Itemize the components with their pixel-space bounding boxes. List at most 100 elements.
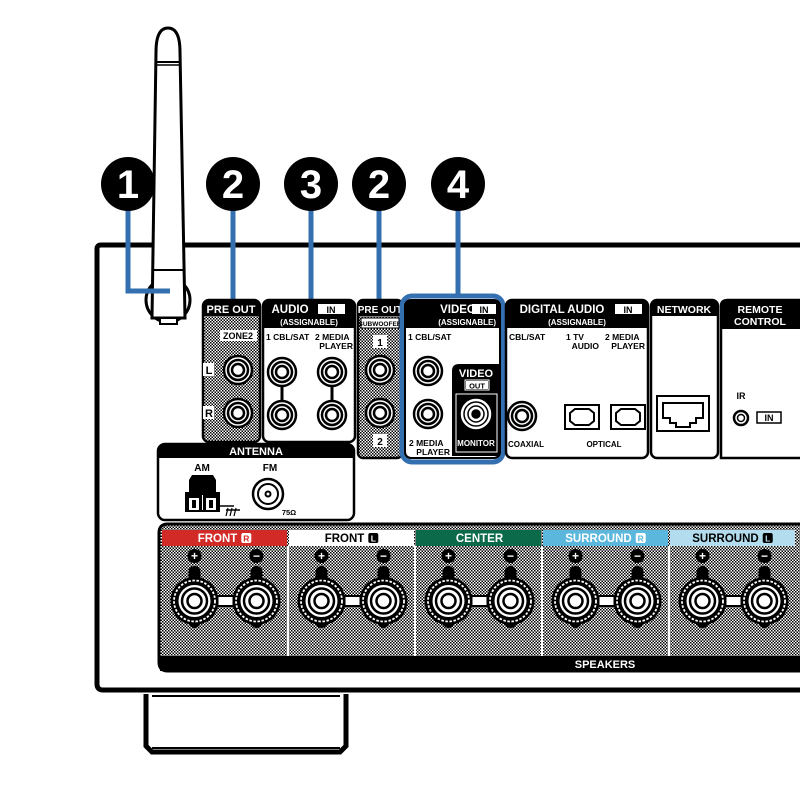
speaker-channel-label: SURROUND [692, 533, 758, 545]
video-in1-jack[interactable] [412, 355, 444, 387]
pre-out-sub-title: PRE OUT [358, 305, 402, 316]
minus-icon: − [634, 549, 641, 563]
video-assignable: (ASSIGNABLE) [438, 318, 496, 327]
zone2-r-label: R [205, 408, 213, 420]
speaker-terminal-minus[interactable]: − [359, 549, 408, 628]
remote-control-panel: REMOTE CONTROL IR IN [719, 298, 800, 460]
chassis-outline [94, 242, 800, 755]
ir-in-jack[interactable] [732, 409, 750, 427]
coaxial-label: COAXIAL [508, 440, 544, 449]
subwoofer-label: SUBWOOFER [359, 321, 402, 328]
coaxial-jack[interactable] [506, 400, 538, 432]
am-label: AM [194, 463, 210, 474]
video-out-badge: OUT [469, 382, 485, 391]
callout-badge-pre-out-subwoofer: 2 [352, 157, 406, 211]
speaker-channel-badge: R [243, 534, 249, 544]
zone2-l-label: L [206, 365, 213, 377]
monitor-out-jack[interactable] [460, 398, 492, 430]
pre-out-zone2-title: PRE OUT [207, 304, 256, 316]
fm-connector[interactable] [251, 477, 285, 511]
minus-icon: − [380, 549, 387, 563]
remote-title-b: CONTROL [734, 316, 786, 328]
digital-assignable: (ASSIGNABLE) [548, 318, 606, 327]
audio-in1-l-jack[interactable] [266, 356, 298, 388]
speaker-terminal-plus[interactable]: + [678, 549, 727, 628]
speaker-channel-header [162, 530, 287, 546]
speaker-channel-header [416, 530, 541, 546]
callout-badge-pre-out-zone2: 2 [206, 157, 260, 211]
plus-icon: + [318, 549, 325, 563]
speaker-terminal-minus[interactable]: − [740, 549, 789, 628]
callout-number: 2 [368, 163, 390, 207]
speaker-channel-label: SURROUND [565, 533, 631, 545]
optical1-jack[interactable] [564, 404, 600, 430]
audio-assignable: (ASSIGNABLE) [280, 318, 338, 327]
speaker-terminal-plus[interactable]: + [424, 549, 473, 628]
audio-in-badge: IN [327, 305, 336, 315]
audio-title: AUDIO [271, 304, 308, 316]
speaker-terminal-minus[interactable]: − [613, 549, 662, 628]
audio-input2-label-a: 2 MEDIA [315, 332, 349, 342]
ir-in-badge: IN [765, 413, 774, 423]
chassis-foot [143, 694, 349, 755]
antenna-title: ANTENNA [229, 446, 283, 458]
speaker-terminal-minus[interactable]: − [232, 549, 281, 628]
zone2-r-jack[interactable] [222, 397, 254, 429]
plus-icon: + [572, 549, 579, 563]
speaker-terminal-plus[interactable]: + [297, 549, 346, 628]
speaker-channel-label: CENTER [456, 533, 504, 545]
video-out-title: VIDEO [459, 368, 494, 380]
video-input1-label: 1 CBL/SAT [408, 332, 452, 342]
video-in-badge: IN [480, 305, 489, 315]
digital-audio-title: DIGITAL AUDIO [520, 304, 605, 316]
audio-input2-label-b: PLAYER [319, 341, 353, 351]
speaker-channel-label: FRONT [325, 533, 365, 545]
callout-number: 3 [300, 163, 322, 207]
audio-in2-l-jack[interactable] [316, 356, 348, 388]
am-terminal[interactable] [185, 475, 240, 517]
sub2-label: 2 [377, 437, 383, 448]
video-input2-label-a: 2 MEDIA [409, 438, 443, 448]
callout-lines [125, 205, 461, 300]
video-highlight-frame [399, 293, 506, 465]
speaker-terminal-minus[interactable]: − [486, 549, 535, 628]
subwoofer2-jack[interactable] [364, 397, 396, 429]
video-in2-jack[interactable] [412, 398, 444, 430]
speaker-channel-badge: R [638, 534, 644, 544]
remote-title-a: REMOTE [738, 304, 783, 316]
ethernet-port[interactable] [656, 395, 710, 432]
digital-audio-panel: DIGITAL AUDIO IN (ASSIGNABLE) CBL/SAT 1 … [504, 298, 650, 460]
video-panel: VIDEO IN (ASSIGNABLE) 1 CBL/SAT 2 MEDIA … [399, 293, 506, 465]
speaker-channel-2: CENTER +− [414, 530, 541, 656]
callout-line-1 [125, 205, 170, 294]
audio-in2-r-jack[interactable] [316, 399, 348, 431]
callout-number: 1 [117, 163, 139, 207]
zone2-l-jack[interactable] [222, 354, 254, 386]
callout-number: 2 [222, 163, 244, 207]
plus-icon: + [191, 549, 198, 563]
audio-in-panel: AUDIO IN (ASSIGNABLE) 1 CBL/SAT 2 MEDIA … [261, 298, 357, 444]
network-panel: NETWORK [649, 298, 720, 460]
fm-impedance-label: 75Ω [282, 508, 296, 517]
digital-audio-in-badge: IN [624, 305, 633, 315]
speaker-terminal-plus[interactable]: + [551, 549, 600, 628]
audio-in1-r-jack[interactable] [266, 399, 298, 431]
subwoofer1-jack[interactable] [364, 354, 396, 386]
video-in-title: VIDEO [440, 304, 476, 316]
speaker-channel-badge: L [765, 534, 770, 544]
speaker-channel-label: FRONT [198, 533, 238, 545]
callout-badges: 1 2 3 2 4 [101, 157, 485, 211]
speaker-channel-0: FRONT R + − [162, 530, 287, 628]
optical2-jack[interactable] [610, 404, 646, 430]
callout-badge-video-in-out: 4 [431, 157, 485, 211]
ir-label: IR [737, 391, 747, 401]
pre-out-zone2-panel: PRE OUT ZONE2 L R [201, 298, 262, 444]
sub1-label: 1 [377, 338, 383, 349]
speaker-terminal-plus[interactable]: + [170, 549, 219, 628]
callout-number: 4 [447, 163, 470, 207]
fm-label: FM [263, 463, 277, 474]
plus-icon: + [699, 549, 706, 563]
minus-icon: − [253, 549, 260, 563]
callout-badge-audio-in: 3 [284, 157, 338, 211]
